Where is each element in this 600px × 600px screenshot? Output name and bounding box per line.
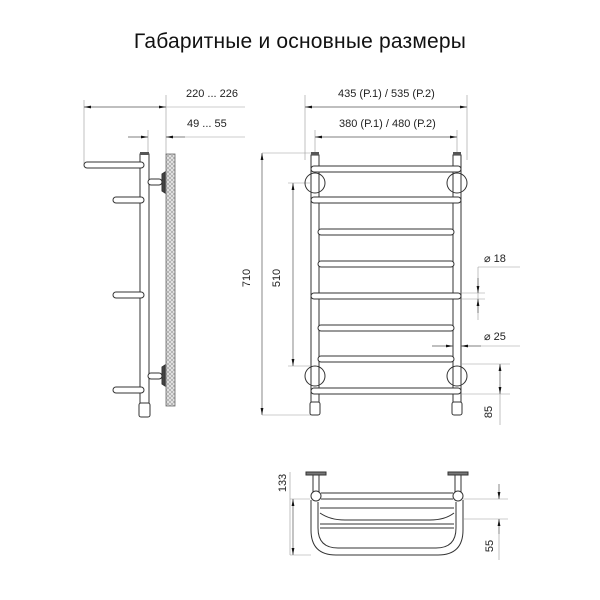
page-title: Габаритные и основные размеры bbox=[133, 30, 467, 53]
dim-shelf-depth: 55 bbox=[484, 539, 497, 553]
dim-rung-diameter: ⌀ 18 bbox=[484, 253, 506, 265]
dim-bottom-offset: 85 bbox=[483, 405, 496, 419]
top-view bbox=[289, 471, 508, 560]
side-view bbox=[83, 95, 245, 418]
wall-hatch bbox=[165, 153, 176, 407]
dim-rail-diameter: ⌀ 25 bbox=[484, 331, 506, 343]
dim-top-depth: 133 bbox=[277, 473, 290, 493]
dim-width-outer: 435 (P.1) / 535 (P.2) bbox=[338, 88, 435, 100]
front-view bbox=[260, 95, 520, 425]
dim-mount-spacing: 510 bbox=[271, 268, 284, 288]
dim-height-total: 710 bbox=[241, 268, 254, 288]
dim-wall-offset: 49 ... 55 bbox=[187, 118, 227, 130]
dim-width-inner: 380 (P.1) / 480 (P.2) bbox=[339, 118, 436, 130]
dim-depth-total: 220 ... 226 bbox=[186, 88, 238, 100]
